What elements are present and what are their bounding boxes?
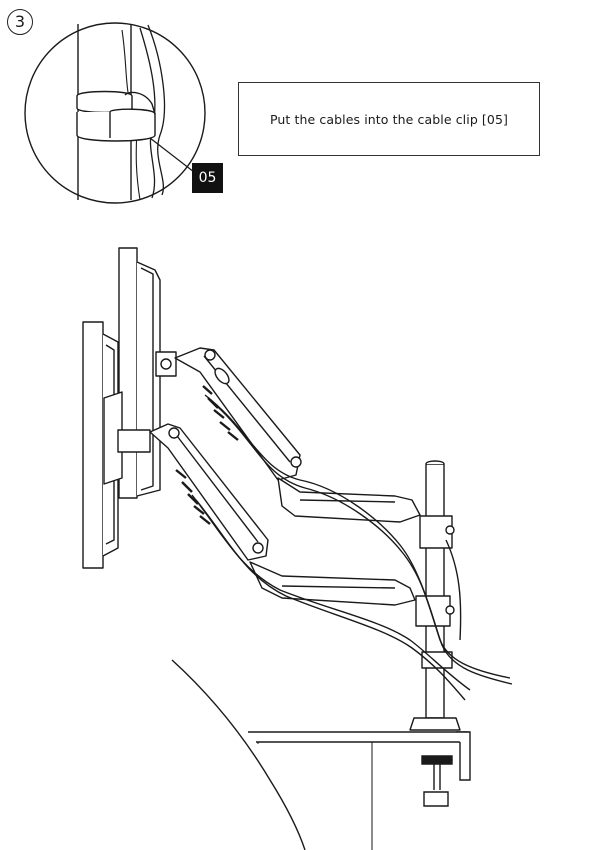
- desk-clamp: [171, 659, 471, 850]
- step-number: 3: [7, 9, 33, 35]
- monitor-arm-assembly: [82, 247, 461, 731]
- cable-bundle: [191, 394, 513, 701]
- part-label-badge: 05: [192, 163, 223, 193]
- detail-magnifier: [24, 22, 206, 204]
- instruction-box: Put the cables into the cable clip [05]: [238, 82, 540, 156]
- cable-clip: [76, 90, 156, 142]
- instruction-text: Put the cables into the cable clip [05]: [269, 111, 508, 127]
